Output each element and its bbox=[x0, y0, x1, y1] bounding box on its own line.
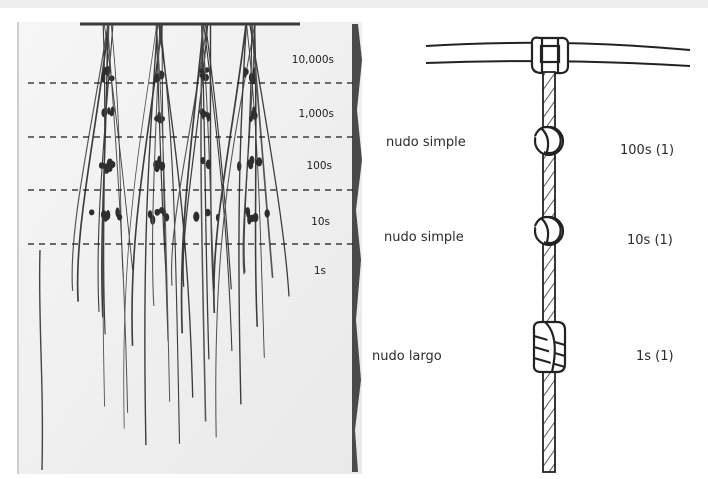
single-knot-hundreds-icon bbox=[535, 127, 563, 155]
string-knot bbox=[203, 112, 208, 117]
string-knot bbox=[205, 209, 210, 217]
place-label-10s: 10s bbox=[311, 216, 330, 228]
knot-type-label-2: nudo simple bbox=[384, 230, 464, 245]
string-knot bbox=[252, 106, 256, 115]
string-knot bbox=[107, 107, 110, 114]
string-knot bbox=[110, 161, 116, 168]
string-knot bbox=[164, 213, 169, 221]
string-knot bbox=[161, 162, 165, 169]
place-label-1000s: 1,000s bbox=[298, 108, 334, 120]
string-knot bbox=[89, 209, 94, 215]
string-knot bbox=[160, 116, 165, 122]
string-knot bbox=[200, 69, 205, 79]
knot-value-label-1: 100s (1) bbox=[620, 143, 674, 158]
long-knot-ones-icon bbox=[534, 322, 565, 372]
string-knot bbox=[256, 157, 262, 166]
quipu-photo: 10,000s 1,000s 100s 10s 1s bbox=[18, 22, 362, 474]
string-knot bbox=[206, 160, 211, 170]
string-knot bbox=[245, 69, 248, 75]
string-knot bbox=[247, 161, 252, 166]
place-label-100s: 100s bbox=[306, 160, 332, 172]
string-knot bbox=[154, 75, 160, 82]
knot-value-label-2: 10s (1) bbox=[627, 233, 673, 248]
knot-type-label-3: nudo largo bbox=[372, 349, 442, 364]
top-strip bbox=[0, 0, 708, 8]
string-knot bbox=[159, 207, 164, 214]
knot-type-label-1: nudo simple bbox=[386, 135, 466, 150]
string-knot bbox=[193, 212, 199, 222]
string-knot bbox=[117, 214, 122, 221]
attachment-knot bbox=[532, 38, 568, 74]
string-knot bbox=[111, 107, 115, 115]
string-knot bbox=[101, 163, 106, 169]
string-knot bbox=[155, 115, 160, 121]
knot-value-label-3: 1s (1) bbox=[636, 349, 674, 364]
string-knot bbox=[249, 215, 255, 222]
string-knot bbox=[103, 67, 108, 74]
place-label-10000s: 10,000s bbox=[292, 54, 334, 66]
knot-drawing: nudo simple 100s (1) nudo simple 10s (1)… bbox=[372, 38, 690, 472]
single-knot-tens-icon bbox=[535, 217, 563, 245]
string-knot bbox=[101, 210, 107, 219]
string-knot bbox=[265, 209, 270, 217]
place-label-1s: 1s bbox=[314, 265, 326, 277]
